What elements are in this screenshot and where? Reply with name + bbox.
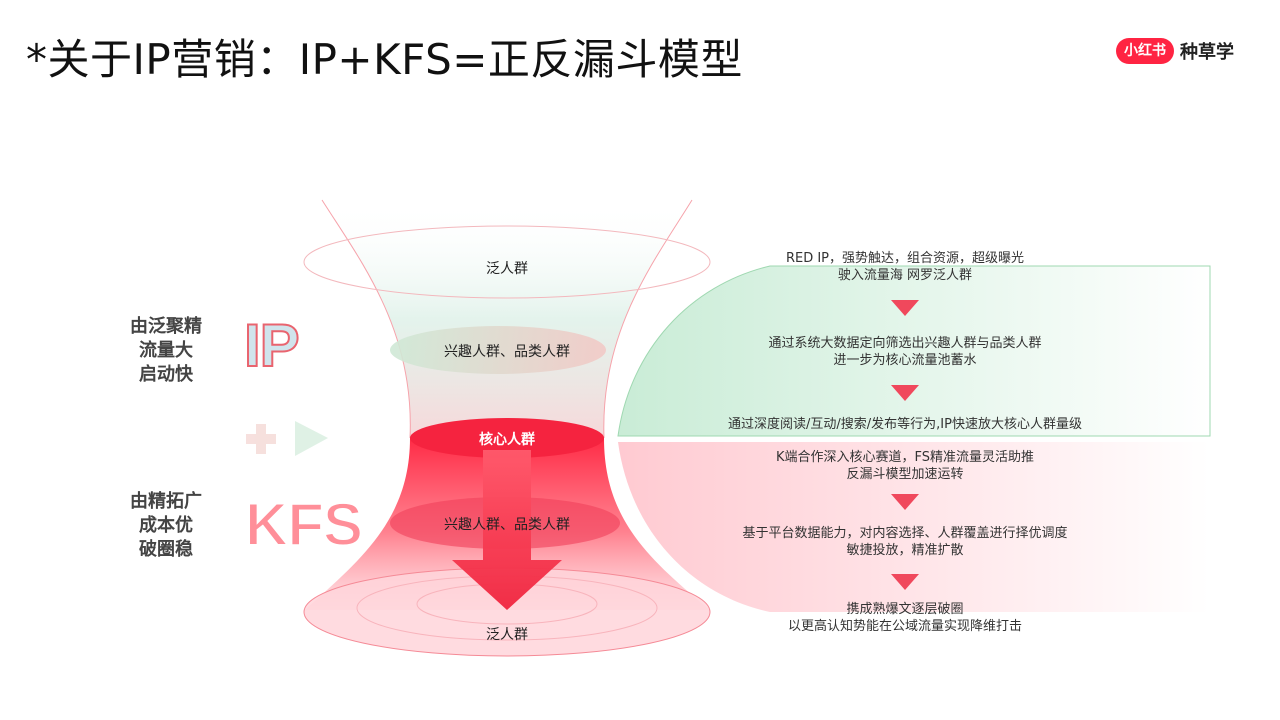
brand-logo: 小红书 种草学 — [1116, 38, 1234, 64]
label-top-wide: 泛人群 — [486, 261, 528, 277]
down-arrow — [452, 450, 562, 610]
ring-top-wide — [303, 225, 711, 299]
ip-description: 由泛聚精 流量大 启动快 — [111, 315, 221, 387]
step-line: 携成熟爆文逐层破圈 — [846, 602, 964, 617]
step-line: 以更高认知势能在公域流量实现降维打击 — [787, 619, 1023, 634]
step-line: 驶入流量海 网罗泛人群 — [837, 268, 973, 283]
plus-icon — [246, 424, 276, 454]
kfs-desc-line: 成本优 — [139, 515, 193, 536]
label-core: 核心人群 — [479, 432, 535, 448]
ip-desc-line: 由泛聚精 — [130, 316, 202, 337]
kfs-step-1: K端合作深入核心赛道，FS精准流量灵活助推 反漏斗模型加速运转 — [776, 449, 1034, 483]
step-line: 基于平台数据能力，对内容选择、人群覆盖进行择优调度 — [742, 526, 1068, 541]
step-line: 通过系统大数据定向筛选出兴趣人群与品类人群 — [768, 336, 1042, 351]
ip-desc-line: 启动快 — [139, 364, 193, 385]
kfs-desc-line: 由精拓广 — [130, 491, 202, 512]
ring-top-mid — [390, 326, 606, 374]
kfs-step-3: 携成熟爆文逐层破圈 以更高认知势能在公域流量实现降维打击 — [788, 601, 1022, 635]
kfs-description: 由精拓广 成本优 破圈稳 — [111, 490, 221, 562]
ring-core — [410, 418, 604, 458]
ip-desc-line: 流量大 — [139, 340, 193, 361]
label-top-mid: 兴趣人群、品类人群 — [444, 344, 570, 360]
step-line: 敏捷投放，精准扩散 — [846, 543, 964, 558]
step-line: 反漏斗模型加速运转 — [846, 467, 964, 482]
logo-text: 种草学 — [1180, 42, 1234, 63]
kfs-desc-line: 破圈稳 — [139, 539, 193, 560]
step-arrow-icon — [891, 300, 919, 316]
page-title: *关于IP营销：IP+KFS=正反漏斗模型 — [26, 35, 743, 84]
play-icon — [295, 421, 328, 456]
step-line: RED IP，强势触达，组合资源，超级曝光 — [785, 251, 1025, 266]
ip-panel — [617, 265, 1211, 437]
kfs-tag: KFS — [244, 490, 364, 559]
step-line: K端合作深入核心赛道，FS精准流量灵活助推 — [775, 450, 1035, 465]
step-line: 进一步为核心流量池蓄水 — [833, 353, 977, 368]
kfs-panel — [618, 442, 1210, 612]
step-arrow-icon — [891, 574, 919, 590]
ip-tag: IP — [243, 311, 301, 380]
label-bottom-mid: 兴趣人群、品类人群 — [444, 517, 570, 533]
logo-badge: 小红书 — [1116, 38, 1174, 64]
step-arrow-icon — [891, 385, 919, 401]
ip-step-3: 通过深度阅读/互动/搜索/发布等行为,IP快速放大核心人群量级 — [728, 416, 1082, 433]
step-line: 通过深度阅读/互动/搜索/发布等行为,IP快速放大核心人群量级 — [728, 417, 1082, 432]
ip-step-2: 通过系统大数据定向筛选出兴趣人群与品类人群 进一步为核心流量池蓄水 — [768, 335, 1041, 369]
step-arrow-icon — [891, 494, 919, 510]
label-bottom-wide: 泛人群 — [486, 627, 528, 643]
funnel-top — [322, 200, 692, 438]
kfs-step-2: 基于平台数据能力，对内容选择、人群覆盖进行择优调度 敏捷投放，精准扩散 — [742, 525, 1067, 559]
ip-step-1: RED IP，强势触达，组合资源，超级曝光 驶入流量海 网罗泛人群 — [786, 250, 1024, 284]
